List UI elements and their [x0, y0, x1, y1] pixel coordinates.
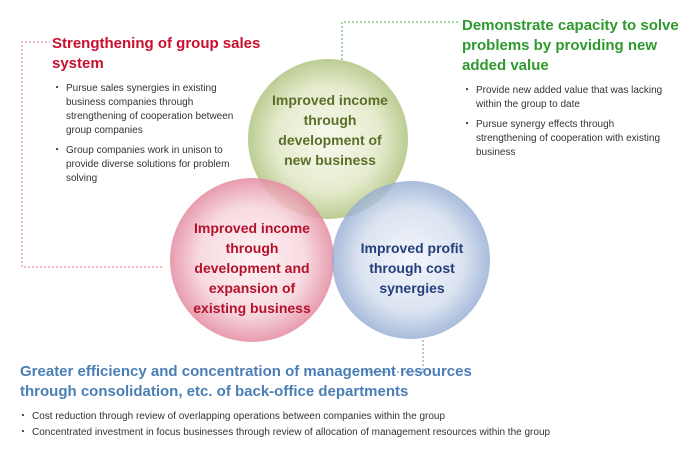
- bottom-block-bullets: Cost reduction through review of overlap…: [18, 410, 678, 440]
- left-bullet-2: Group companies work in unison to provid…: [52, 144, 252, 186]
- bottom-block-title: Greater efficiency and concentration of …: [20, 363, 472, 400]
- right-block-title: Demonstrate capacity to solve problems b…: [462, 17, 679, 74]
- right-block-bullets: Provide new added value that was lacking…: [462, 84, 672, 166]
- right-connector-line: [341, 21, 460, 60]
- bottom-connector-line: [355, 340, 424, 373]
- bottom-bullet-2: Concentrated investment in focus busines…: [18, 426, 678, 440]
- circle-label-existing-business: Improved income through development and …: [193, 220, 311, 316]
- left-block-bullets: Pursue sales synergies in existing busin…: [52, 82, 252, 192]
- circle-label-new-business: Improved income through development of n…: [272, 92, 388, 168]
- left-block-title: Strengthening of group sales system: [52, 35, 261, 72]
- circle-cost-synergies: [332, 181, 490, 339]
- right-bullet-1: Provide new added value that was lacking…: [462, 84, 672, 112]
- circle-label-cost-synergies: Improved profit through cost synergies: [360, 240, 464, 296]
- right-bullet-2: Pursue synergy effects through strengthe…: [462, 118, 672, 160]
- left-connector-line: [21, 41, 162, 268]
- circle-new-business: [248, 59, 408, 219]
- bottom-bullet-1: Cost reduction through review of overlap…: [18, 410, 678, 424]
- circle-existing-business: [170, 178, 334, 342]
- left-bullet-1: Pursue sales synergies in existing busin…: [52, 82, 252, 138]
